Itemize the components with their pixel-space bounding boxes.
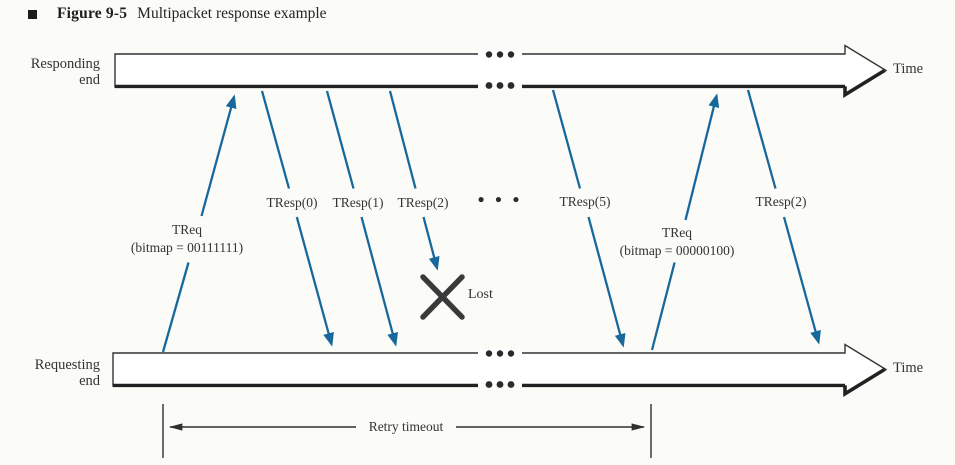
requesting-end-label: Requesting end [34,357,100,389]
time-label-bottom: Time [893,360,924,376]
treq2-arrow [650,93,720,351]
retry-timeout-measure [162,404,652,458]
requesting-timeline-break-dots [478,346,522,390]
treq1-arrow [161,94,237,353]
tresp5-label: TResp(5) [559,194,611,209]
responding-timeline-arrow [114,44,888,99]
treq2-detail: (bitmap = 00000100) [619,243,735,258]
requesting-timeline-arrow [112,343,888,398]
ellipsis-dots-middle: • • • [477,190,523,211]
treq1-detail: (bitmap = 00111111) [130,240,244,255]
treq1-label: TReq (bitmap = 00111111) [131,221,243,257]
responding-end-label: Responding end [30,56,100,88]
tresp2-label: TResp(2) [397,195,449,210]
figure-header: Figure 9-5 Multipacket response example [28,5,327,23]
treq2-label: TReq (bitmap = 00000100) [620,224,735,260]
figure-bullet-icon [28,9,37,19]
lost-label: Lost [468,287,493,302]
tresp0-label: TResp(0) [266,195,318,210]
tresp0-arrow [260,90,334,347]
time-label-top: Time [893,61,924,77]
tresp2-retry-arrow [746,89,821,345]
tresp1-label: TResp(1) [332,195,384,210]
responding-timeline-break-dots [478,47,522,91]
retry-timeout-label: Retry timeout [368,419,444,434]
tresp2-lost-arrow [388,90,440,271]
treq2-name: TReq [661,225,692,240]
tresp2-retry-label: TResp(2) [755,194,807,209]
tresp5-arrow [551,89,626,348]
lost-x-icon [420,274,465,320]
figure-label: Figure 9-5 [57,5,128,22]
treq1-name: TReq [171,222,202,237]
tresp1-arrow [325,90,398,347]
figure-caption: Multipacket response example [137,5,327,22]
